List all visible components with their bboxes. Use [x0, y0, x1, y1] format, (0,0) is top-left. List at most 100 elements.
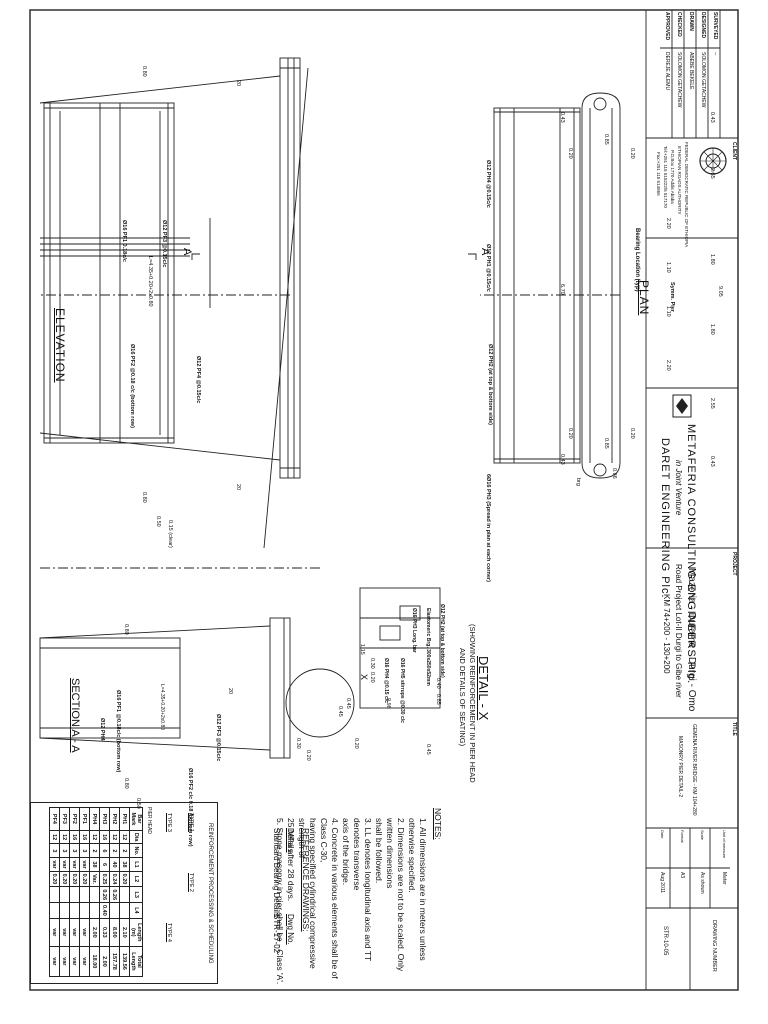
table-cell [59, 886, 70, 903]
schedule-header: L1 [129, 857, 143, 872]
table-cell: 157.78 [109, 946, 120, 977]
schedule-header-row: Bar Mark Dia No. L1 L2 L3 L4 Length (m) … [129, 807, 143, 977]
table-cell: 0.20 [49, 871, 60, 887]
schedule-group-label: PIER HEAD [146, 807, 152, 834]
schedule-type: TYPE 3 [166, 813, 172, 832]
detail-x-title: DETAIL - X [476, 656, 491, 721]
plan-dim: 2.20 [665, 360, 671, 371]
bar-label: 6Ø16 PH3 (Spread in plan at each corner) [485, 474, 491, 582]
section-aa-dim: 0.45 [345, 698, 351, 709]
bar-label: Ø12 PF4 @0.15c/c [195, 356, 201, 404]
joint-venture: in Joint Venture [674, 460, 683, 516]
table-cell: 12 [59, 830, 70, 844]
schedule-header: L4 [129, 902, 143, 919]
client-line: ETHIOPIAN ROADS AUTHORITY [677, 146, 682, 215]
table-cell [109, 902, 120, 919]
approval-role: CHECKED [676, 12, 682, 37]
approval-role: SURVEYED [712, 12, 718, 40]
drawing-lines [29, 9, 739, 991]
ref-col-details: Details [286, 828, 295, 853]
schedule-type: TYPE 1 [188, 813, 194, 832]
section-aa-label: Ø16 PF1 @0.18c/c (bottom row) [115, 690, 121, 773]
ref-title: REFERENCE DRAWINGS: [301, 828, 311, 932]
client-line: Fax:+251 115 514866 [656, 152, 661, 196]
meta-label: Unit of measure [722, 830, 727, 859]
schedule-type: TYPE 2 [188, 873, 194, 892]
notes-title: NOTES: [433, 808, 443, 840]
table-cell: 0.20 [119, 871, 130, 887]
plan-dim: 0.20 [567, 428, 573, 439]
approval-name: -- [712, 52, 718, 56]
ref-drawing-name: Standard Bearing Details [272, 828, 281, 917]
approval-name: ABEBE BEKELE [688, 52, 694, 90]
title-label: TITLE [731, 722, 737, 736]
table-cell: 6 [99, 843, 110, 858]
plan-dim: 0.43 [709, 112, 715, 123]
meta-label: Format [680, 830, 685, 843]
partner-name: DARET ENGINEERING Plc. [659, 438, 671, 599]
meta-value: Meter [721, 872, 727, 885]
section-aa-label: L=4.35+0.20+2x0.80 [159, 684, 165, 731]
elev-dim: 0.80 [141, 66, 147, 77]
detail-x-dim: 1.15 [359, 644, 365, 655]
consultant-logo-icon [672, 394, 692, 418]
elevation-title: ELEVATION [53, 308, 67, 383]
drawing-number: STR-10-05 [662, 926, 668, 956]
table-cell: PF4 [49, 807, 60, 831]
table-cell [59, 902, 70, 919]
era-logo-icon [699, 147, 727, 175]
bar-label: Ø16 PF1 0.18c/c [121, 220, 127, 262]
project-line: Road Project Lot-II Durgi to Gibe river [674, 564, 683, 698]
schedule-header: Dia [129, 830, 143, 844]
table-cell [119, 902, 130, 919]
table-cell: 0.26 [109, 886, 120, 903]
table-cell: var [69, 918, 80, 947]
table-cell: 38 [119, 857, 130, 872]
meta-value: Aug 2011 [659, 872, 665, 894]
table-cell: 2 [119, 843, 130, 858]
approval-role: DRAWN [688, 12, 694, 31]
section-aa-label: Ø12 PH4 [99, 718, 105, 741]
elev-dim: 0.43 [559, 112, 565, 123]
table-cell [79, 902, 90, 919]
elev-dim: 0.15 (clear) [167, 520, 173, 548]
bar-label: L=4.35+0.20+2x0.80 [147, 256, 153, 307]
table-cell [49, 886, 60, 903]
note-item: 1. All dimensions are in meters unless o… [407, 818, 428, 961]
approval-role: APPROVED [664, 12, 670, 41]
approval-name: SOLOMON GETACHEW [676, 52, 682, 108]
table-cell: PF3 [59, 807, 70, 831]
table-cell: var [49, 918, 60, 947]
table-cell: PH2 [109, 807, 120, 831]
table-cell: 16 [69, 830, 80, 844]
table-cell: PF2 [69, 807, 80, 831]
detail-x-dim: 0.98 [385, 698, 391, 709]
table-cell: var [79, 946, 90, 977]
schedule-block: REINFORCEMENT PROCESSING & SCHEDULING TY… [30, 802, 218, 984]
table-cell: 0.33 [99, 918, 110, 947]
table-cell [79, 886, 90, 903]
plan-dim: 2.55 [709, 168, 715, 179]
project-line: KM 74+200 - 130+200 [662, 594, 671, 674]
approval-name: SOLOMON GETACHEW [700, 52, 706, 108]
bar-label: Ø16 PF2 @0.18 c/c (bottom row) [129, 344, 135, 428]
plan-dim: 2.55 [709, 398, 715, 409]
note-item: 3. LL denotes longitudinal axis and TT d… [352, 818, 373, 962]
plan-dim: 0.20 [567, 148, 573, 159]
table-cell: 0.20 [79, 871, 90, 887]
detail-x-label: Elastomeric Brg. 300x250x52mm [425, 608, 431, 686]
schedule-title: REINFORCEMENT PROCESSING & SCHEDULING [207, 823, 213, 964]
detail-x-dim: 0.85 [435, 694, 441, 705]
plan-dim: 1.10 [665, 262, 671, 273]
detail-x-label: Ø16 PH4 @0.15 c/c [383, 658, 389, 703]
meta-label: Scale [700, 830, 705, 841]
bar-label: Ø12 PH4 @0.15c/c [485, 160, 491, 208]
title-line: GEMENA RIVER BRIDGE - KM 104+280 [691, 724, 697, 816]
plan-dim: 0.20 [629, 148, 635, 159]
plan-dim: 0.20 [629, 428, 635, 439]
plan-brg-mark: brg [575, 478, 581, 486]
meta-value: As shown [699, 872, 705, 894]
